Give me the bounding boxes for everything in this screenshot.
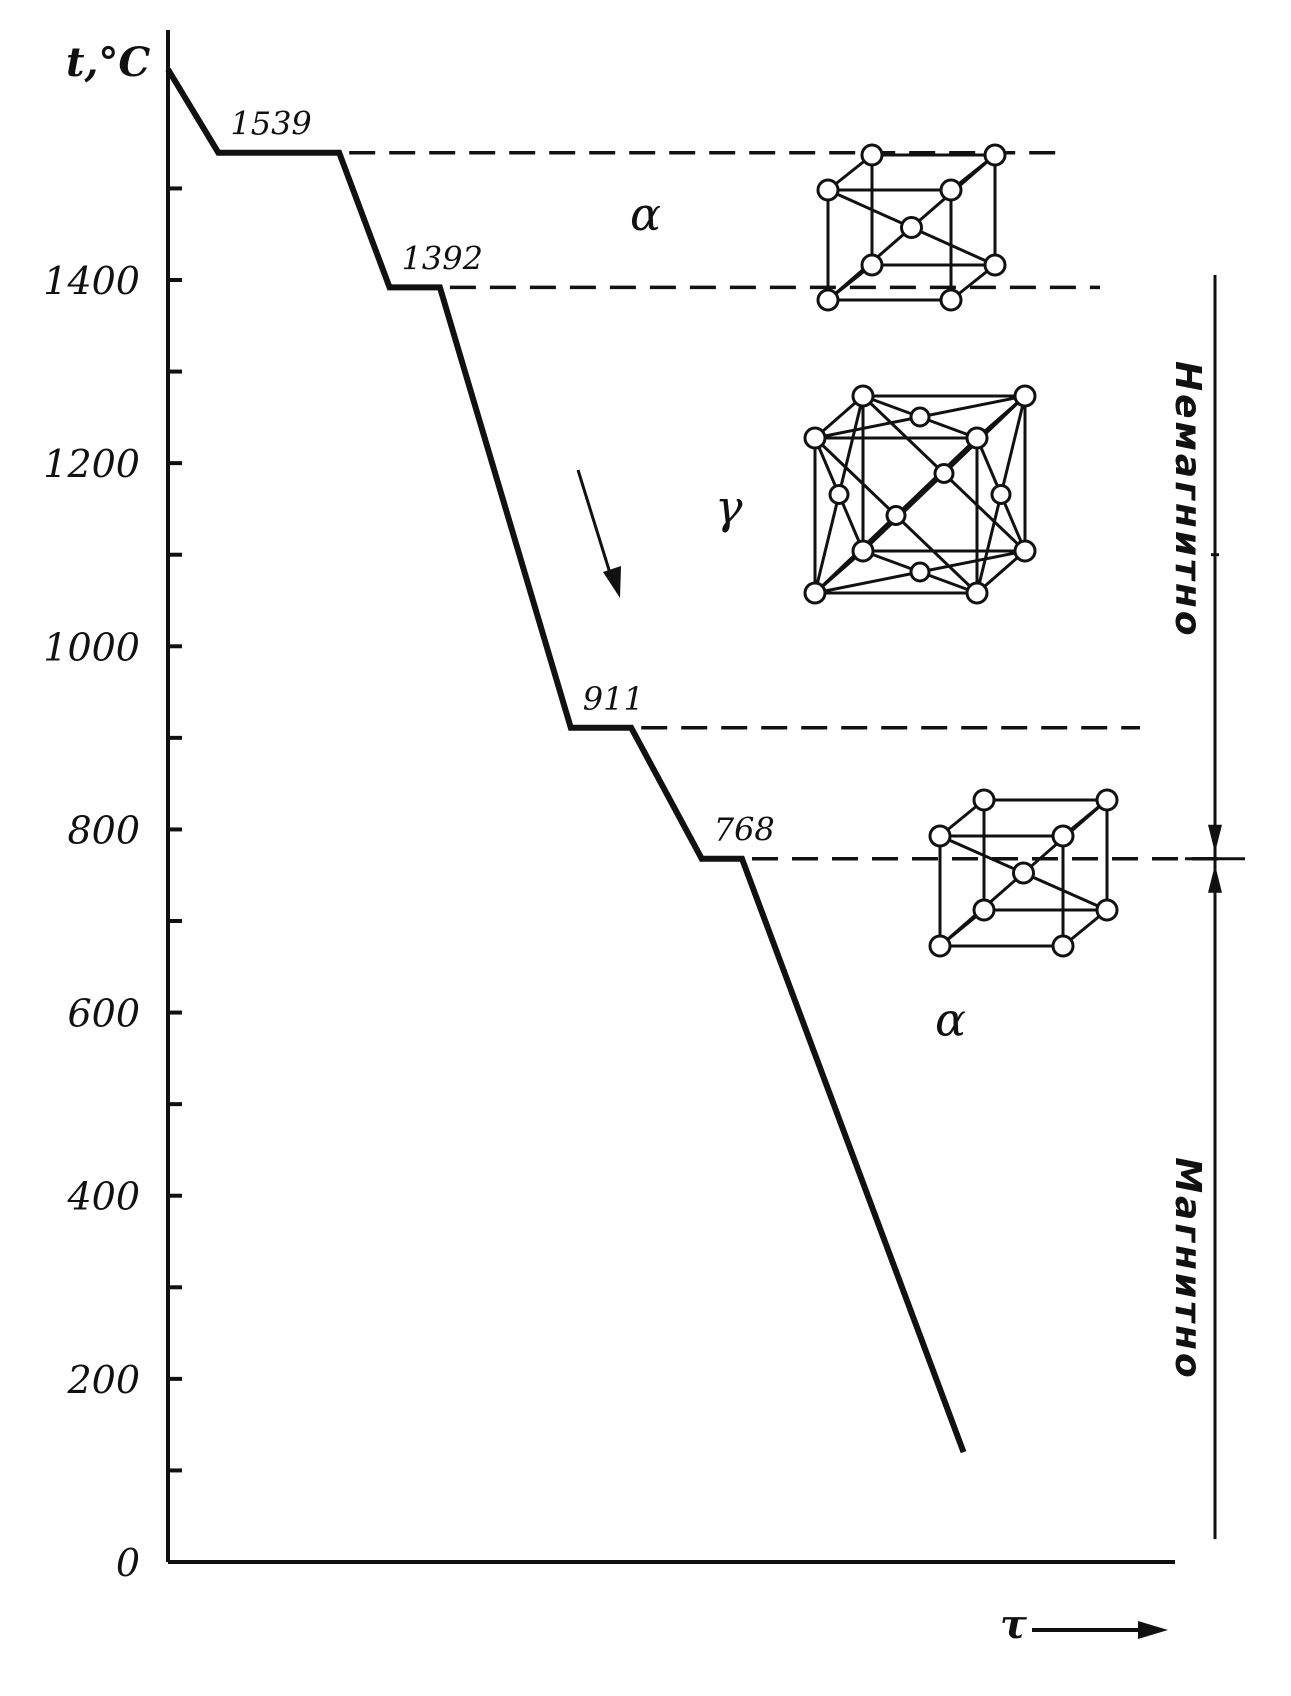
y-tick-label: 1200 — [43, 442, 140, 486]
lattice-atom — [939, 288, 963, 312]
x-axis-label: τ — [1000, 1601, 1168, 1648]
y-tick-label: 600 — [67, 992, 140, 1036]
phase-labels: α γ α — [630, 187, 966, 1047]
magnetic-region-label-2: Магнитно — [1167, 1157, 1208, 1381]
phase-label-3: α — [935, 993, 966, 1047]
lattice-atom — [851, 384, 875, 408]
lattice-atom — [803, 581, 827, 605]
lattice-atom — [965, 581, 989, 605]
lattice-atom — [816, 288, 840, 312]
lattice-atom — [1012, 861, 1035, 885]
lattice-atom — [860, 143, 884, 167]
y-tick-label: 400 — [66, 1175, 140, 1219]
y-tick-label: 1400 — [43, 259, 140, 303]
transition-label-1539: 1539 — [230, 105, 311, 143]
phase-label-1: α — [630, 187, 661, 241]
lattice-atom — [983, 143, 1007, 167]
lattice-atom — [1013, 384, 1037, 408]
lattice-atom — [983, 253, 1007, 277]
lattice-atom — [909, 406, 931, 428]
bcc-lattice-lower — [928, 788, 1119, 958]
x-axis-label-text: τ — [1000, 1601, 1027, 1648]
cooling-direction — [576, 469, 621, 598]
lattice-atom — [900, 216, 923, 239]
transition-label-1392: 1392 — [402, 239, 483, 277]
axes: t,°C τ — [66, 30, 1175, 1648]
magnetic-arrow-up — [1208, 864, 1222, 893]
fcc-lattice — [803, 384, 1037, 605]
lattice-atom — [965, 426, 989, 450]
lattice-atom — [1051, 934, 1075, 958]
lattice-atom — [1095, 788, 1119, 812]
lattice-atom — [972, 788, 996, 812]
transition-label-911: 911 — [583, 680, 644, 718]
transition-label-768: 768 — [714, 811, 775, 849]
lattice-atom — [933, 463, 955, 484]
cooling-curve-line — [165, 67, 967, 1454]
phase-label-2: γ — [715, 480, 743, 534]
cooling-direction-arrow-shaft — [576, 469, 616, 587]
transition-guides — [349, 150, 1225, 861]
x-axis-arrow-head — [1138, 1621, 1168, 1639]
y-ticks: 0 200 400 600 800 1000 1200 1400 — [43, 186, 182, 1585]
lattice-atom — [928, 934, 952, 958]
lattice-diagrams — [803, 143, 1119, 958]
lattice-atom — [939, 178, 963, 202]
y-axis-label: t,°C — [66, 39, 150, 86]
lattice-atom — [1013, 539, 1037, 563]
lattice-atom — [828, 484, 850, 505]
lattice-atom — [885, 505, 907, 526]
lattice-atom — [909, 561, 931, 583]
cooling-curve — [165, 67, 967, 1454]
lattice-atom — [860, 253, 884, 277]
transition-labels: 1539 1392 911 768 — [230, 105, 774, 849]
lattice-atom — [816, 178, 840, 202]
y-tick-label: 0 — [116, 1541, 140, 1585]
lattice-atom — [851, 539, 875, 563]
magnetic-region-label-1: Немагнитно — [1167, 361, 1208, 639]
lattice-atom — [972, 898, 996, 922]
lattice-atom — [1095, 898, 1119, 922]
y-tick-label: 1000 — [43, 625, 140, 669]
lattice-atom — [928, 824, 952, 848]
y-tick-label: 800 — [67, 808, 140, 852]
lattice-atom — [990, 484, 1012, 505]
lattice-atom — [803, 426, 827, 450]
bcc-lattice-upper — [816, 143, 1007, 312]
magnetic-arrow-down — [1208, 824, 1222, 853]
lattice-atom — [1051, 824, 1075, 848]
cooling-direction-arrow-head — [603, 566, 621, 598]
y-tick-label: 200 — [66, 1358, 140, 1402]
